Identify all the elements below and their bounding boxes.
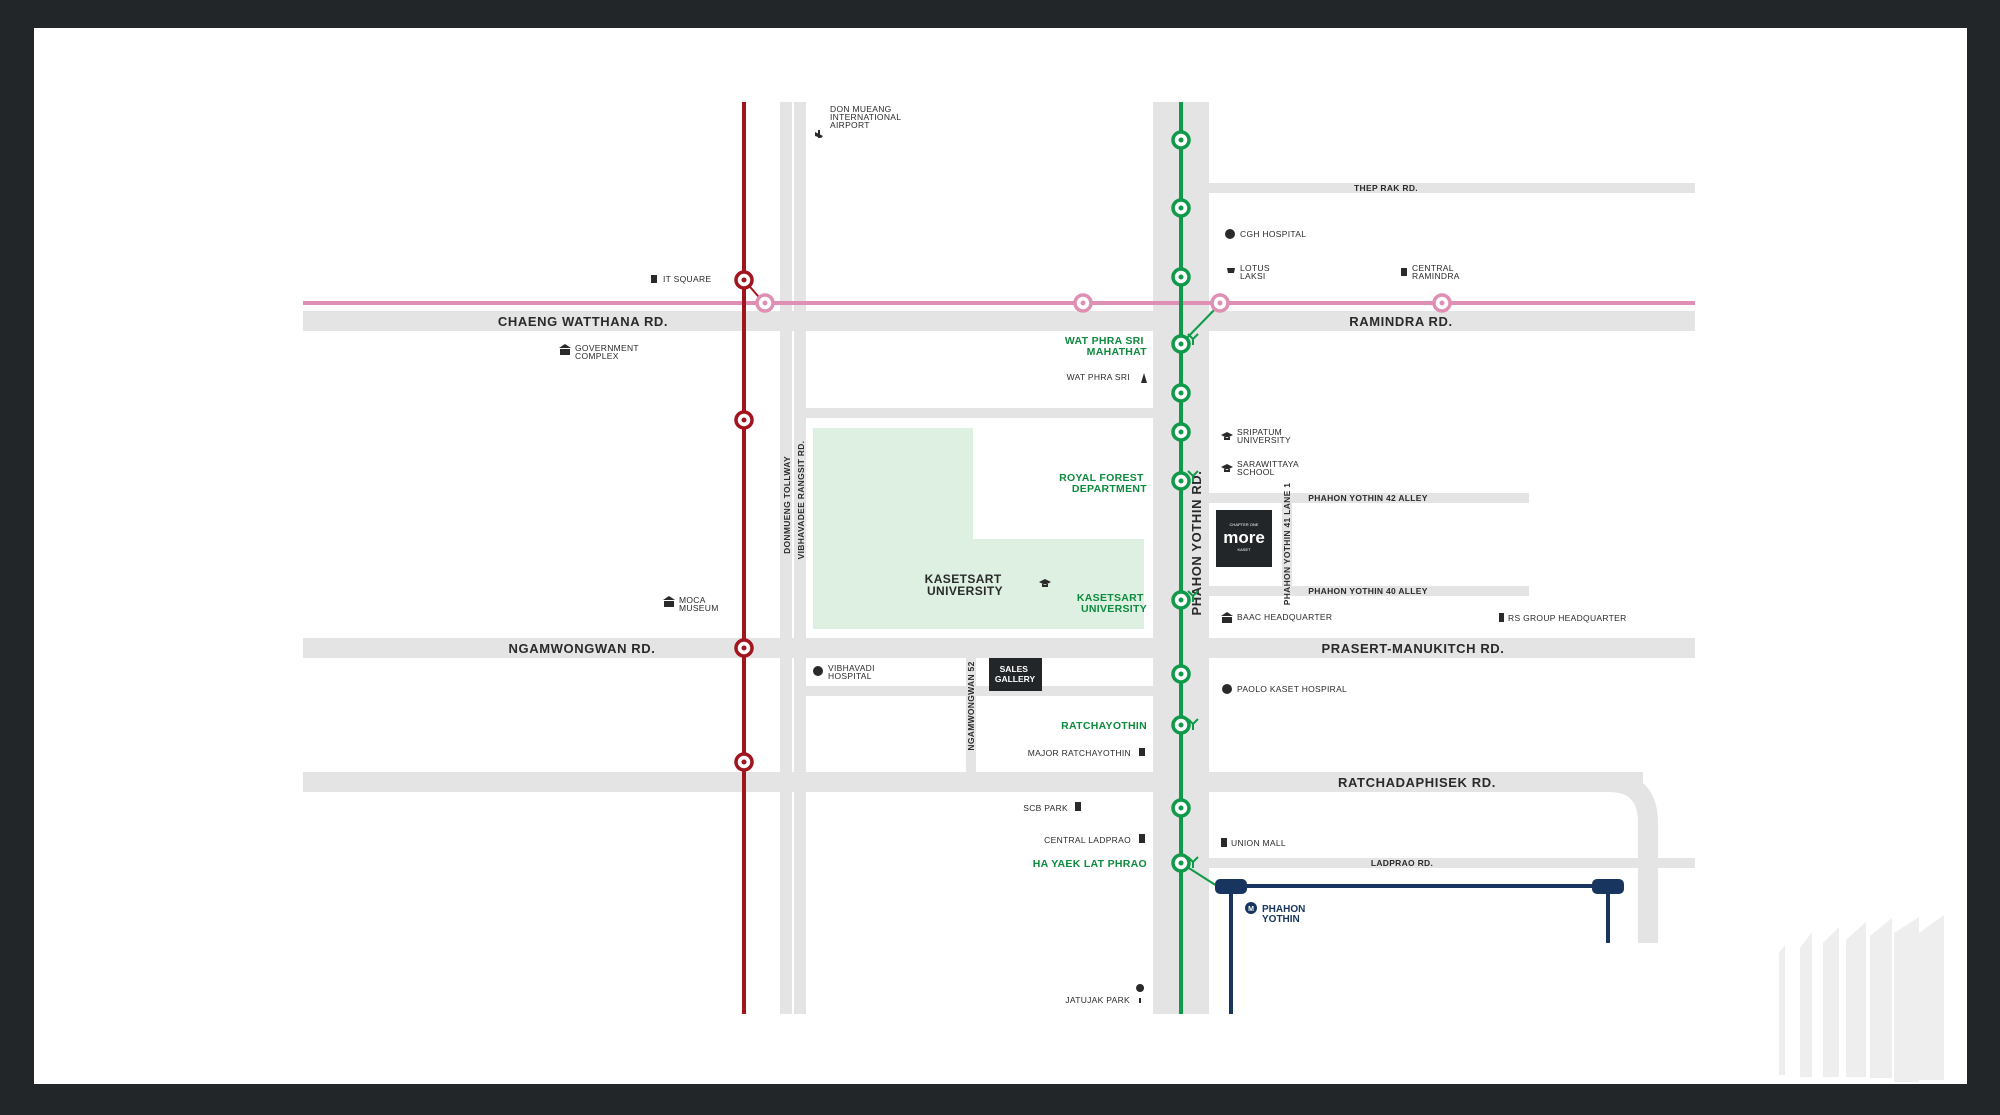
phahon-42-alley (1209, 493, 1529, 503)
sripatum-label: SRIPATUM UNIVERSITY (1237, 427, 1291, 445)
decorative-pattern (1779, 915, 1944, 1082)
pink-stations (755, 293, 1452, 313)
museum-icon (663, 596, 675, 607)
train-icon (1187, 333, 1199, 345)
project-logo-box (1216, 510, 1272, 567)
train-icon (1187, 470, 1199, 482)
major-label: MAJOR RATCHAYOTHIN (1028, 748, 1131, 758)
ratchadaphisek-label: RATCHADAPHISEK RD. (1338, 775, 1496, 790)
thep-rak-road (1209, 183, 1695, 193)
ngamwongwan-label: NGAMWONGWAN RD. (509, 641, 656, 656)
temple-icon (1141, 373, 1147, 383)
blue-station-west (1215, 879, 1247, 894)
paolo-label: PAOLO KASET HOSPIRAL (1237, 684, 1347, 694)
train-icon (1187, 590, 1199, 602)
upper-connector (804, 408, 1158, 418)
government-icon (559, 344, 571, 355)
tree-icon (1136, 984, 1145, 1003)
lotus-label: LOTUS LAKSI (1240, 263, 1273, 281)
ngamwongwan-52-road (966, 658, 976, 772)
sarawittaya-label: SARAWITTAYA SCHOOL (1237, 459, 1301, 477)
kasetsart-university-label: KASETSART UNIVERSITY (925, 572, 1006, 598)
union-mall-label: UNION MALL (1231, 838, 1286, 848)
red-stations (734, 270, 754, 772)
cgh-label: CGH HOSPITAL (1240, 229, 1306, 239)
chaeng-watthana-label: CHAENG WATTHANA RD. (498, 314, 668, 329)
blue-line (1215, 879, 1624, 1014)
vibhavadee-road-2 (794, 102, 806, 1014)
cart-icon (1227, 268, 1235, 273)
ramindra-label: RAMINDRA RD. (1349, 314, 1453, 329)
phahon-yothin-label: PHAHON YOTHIN RD. (1189, 470, 1204, 615)
graduation-icon (1039, 579, 1051, 587)
building-icon (1401, 268, 1407, 276)
train-icons (1187, 333, 1199, 868)
vibhavadi-hospital-label: VIBHAVADI HOSPITAL (828, 663, 877, 681)
building-icon (1221, 838, 1227, 847)
ha-yaek-station-label: HA YAEK LAT PHRAO (1033, 858, 1147, 870)
kasetsart-station-label: KASETSART UNIVERSITY (1077, 592, 1147, 615)
wat-phra-sri-station-label: WAT PHRA SRI MAHATHAT (1065, 335, 1147, 358)
phahon-yothin-mrt-label: PHAHON YOTHIN (1262, 904, 1308, 925)
vibhavadee-road-1 (780, 102, 792, 1014)
transit-map: CHAENG WATTHANA RD. RAMINDRA RD. NGAMWON… (303, 102, 1944, 1082)
jatujak-label: JATUJAK PARK (1065, 995, 1130, 1005)
building-icon (651, 275, 657, 283)
airport-label: DON MUEANG INTERNATIONAL AIRPORT (830, 104, 904, 130)
building-icon (1499, 613, 1504, 622)
moca-label: MOCA MUSEUM (679, 595, 719, 613)
baac-label: BAAC HEADQUARTER (1237, 612, 1332, 622)
rs-group-label: RS GROUP HEADQUARTER (1508, 613, 1627, 623)
project-logo-top: CHAPTER ONE (1230, 522, 1259, 527)
map-frame: CHAENG WATTHANA RD. RAMINDRA RD. NGAMWON… (34, 28, 1967, 1084)
building-icon (1139, 834, 1145, 843)
phahon-41-label: PHAHON YOTHIN 41 LANE 1 (1282, 483, 1292, 605)
central-ramindra-label: CENTRAL RAMINDRA (1412, 263, 1460, 281)
ngamwongwan-52-label: NGAMWONGWAN 52 (966, 661, 976, 750)
bank-icon (1221, 612, 1233, 623)
train-icon (1187, 718, 1199, 730)
graduation-icon (1221, 464, 1233, 472)
project-logo-sub: KASET (1237, 547, 1251, 552)
thep-rak-label: THEP RAK RD. (1354, 183, 1418, 193)
cinema-icon (1139, 748, 1145, 756)
phahon-40-alley (1209, 586, 1529, 596)
phahon-40-label: PHAHON YOTHIN 40 ALLEY (1308, 586, 1428, 596)
hospital-icon (813, 666, 823, 676)
ngamwongwan-road (303, 638, 1695, 658)
ladprao-label: LADPRAO RD. (1371, 858, 1433, 868)
hospital-icon (1222, 684, 1232, 694)
central-ladprao-label: CENTRAL LADPRAO (1044, 835, 1131, 845)
mrt-icon (1245, 902, 1257, 914)
ratchadaphisek-road (303, 772, 1643, 792)
government-label: GOVERNMENT COMPLEX (575, 343, 641, 361)
graduation-icon (1221, 432, 1233, 440)
royal-forest-station-label: ROYAL FOREST DEPARTMENT (1059, 472, 1147, 495)
sales-gallery-box (989, 658, 1042, 691)
chaeng-watthana-road (303, 311, 1695, 331)
kasetsart-campus (813, 428, 1144, 629)
lower-connector (804, 686, 1158, 696)
ratchadaphisek-curve (1608, 772, 1658, 943)
scb-label: SCB PARK (1023, 803, 1068, 813)
wat-phra-sri-label: WAT PHRA SRI (1067, 372, 1130, 382)
it-square-label: IT SQUARE (663, 274, 711, 284)
vibhavadee-label: VIBHAVADEE RANGSIT RD. (796, 441, 806, 560)
airplane-icon (815, 130, 823, 138)
blue-station-east (1592, 879, 1624, 894)
building-icon (1075, 802, 1081, 811)
project-logo-name: more (1223, 528, 1265, 547)
sales-gallery-label: SALES GALLERY (995, 664, 1036, 684)
prasert-label: PRASERT-MANUKITCH RD. (1321, 641, 1504, 656)
ratchayothin-station-label: RATCHAYOTHIN (1061, 720, 1147, 732)
hospital-icon (1225, 229, 1235, 239)
phahon-42-label: PHAHON YOTHIN 42 ALLEY (1308, 493, 1428, 503)
donmueang-tollway-label: DONMUENG TOLLWAY (782, 456, 792, 554)
phahon-41-lane (1282, 503, 1292, 586)
train-icon (1187, 856, 1199, 868)
landmarks: DON MUEANG INTERNATIONAL AIRPORT CGH HOS… (559, 104, 1627, 1005)
mrt-icon-glyph: M (1248, 906, 1254, 913)
ladprao-road (1209, 858, 1695, 868)
